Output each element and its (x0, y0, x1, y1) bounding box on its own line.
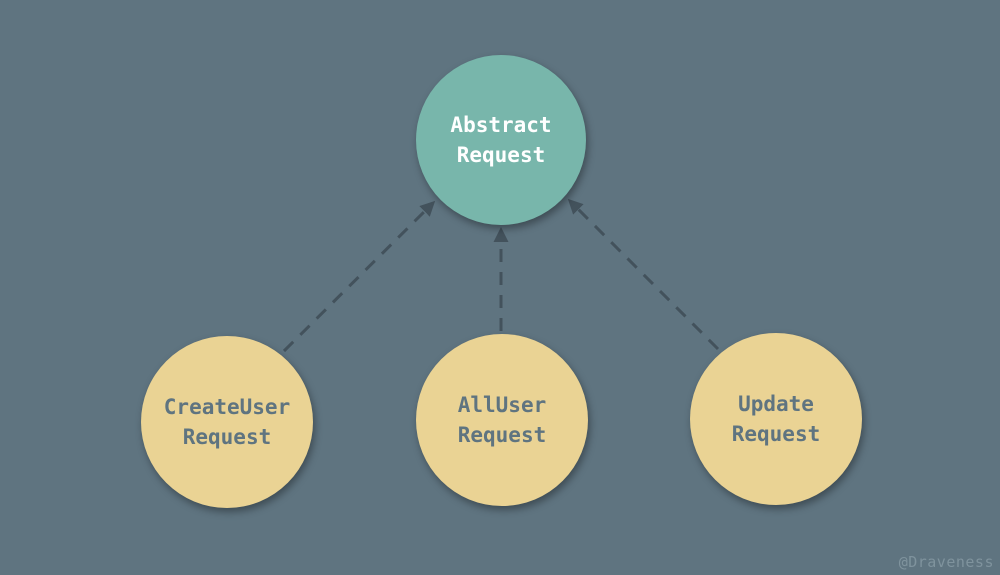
author-watermark: @Draveness (898, 553, 994, 571)
update-request-label-line1: Update (738, 392, 814, 416)
update-request-label-line2: Request (731, 422, 821, 446)
createuser-request-node: CreateUser Request (141, 336, 313, 508)
alluser-request-label-line2: Request (457, 423, 547, 447)
createuser-request-label-line2: Request (182, 425, 272, 449)
abstract-request-label-line2: Request (456, 143, 546, 167)
abstract-request-label-line1: Abstract (450, 113, 552, 137)
abstract-request-node: Abstract Request (416, 55, 586, 225)
arrow-createuser-to-abstract (282, 200, 436, 353)
arrow-update-to-abstract (567, 198, 720, 351)
update-request-node: Update Request (690, 333, 862, 505)
alluser-request-label-line1: AllUser (457, 393, 547, 417)
alluser-request-node: AllUser Request (416, 334, 588, 506)
createuser-request-label-line1: CreateUser (163, 395, 291, 419)
